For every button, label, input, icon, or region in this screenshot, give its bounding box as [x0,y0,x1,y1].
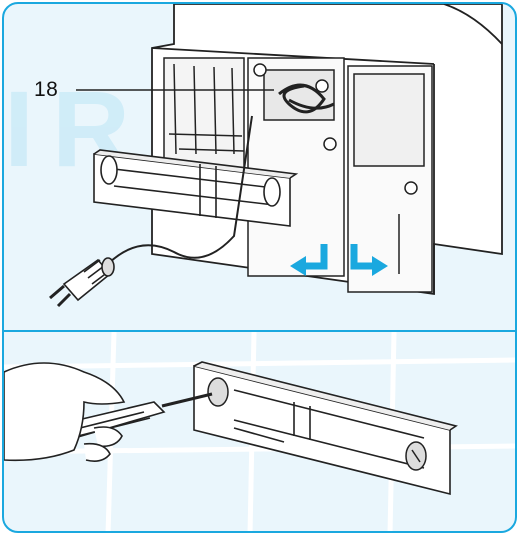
callout-label: 18 [34,78,59,101]
power-plug-icon [49,257,115,308]
arrow-down-left-icon [290,244,328,276]
center-compartment [247,57,345,277]
left-compartment [163,57,245,169]
right-compartment [347,65,433,293]
wall-mount-plate [193,361,458,496]
arrow-down-right-icon [350,244,388,276]
bottom-illustration [4,332,515,531]
hand-icon [4,362,126,462]
top-illustration [49,4,503,308]
top-panel: IRRIGA [2,2,517,332]
screw-icon [207,377,427,471]
filter-cover [93,149,299,227]
power-cord [107,115,253,265]
bottom-panel [2,330,517,533]
